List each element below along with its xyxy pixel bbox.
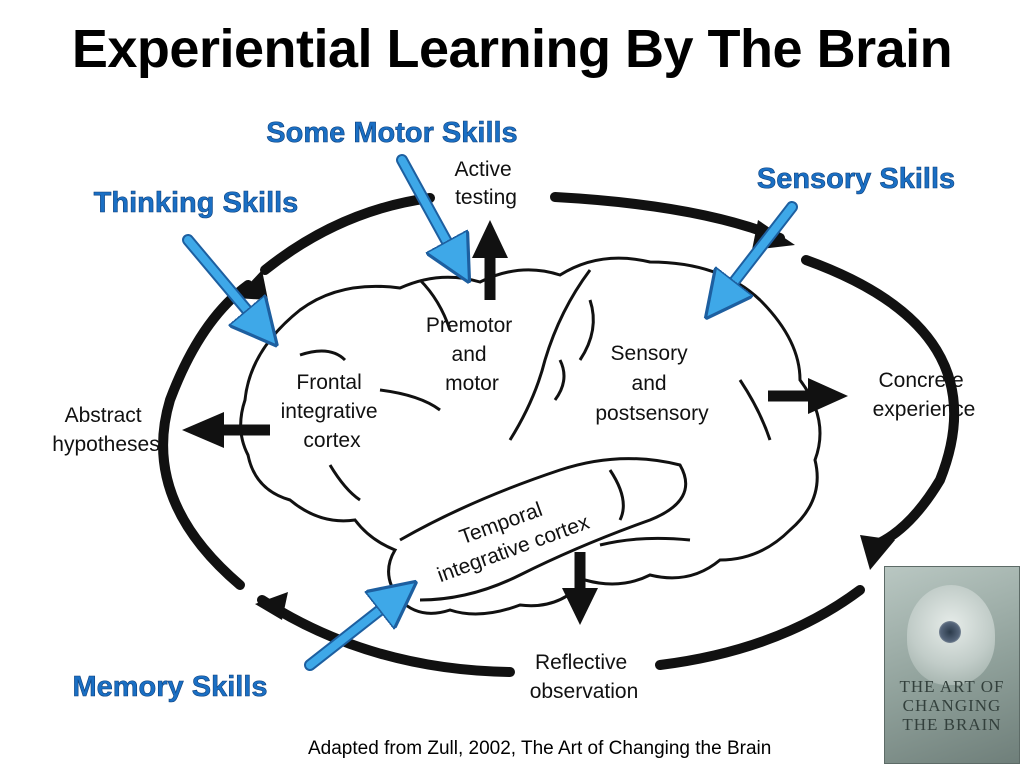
skill-motor: Some Motor Skills (266, 117, 517, 149)
skill-thinking: Thinking Skills (94, 187, 299, 219)
label-frontal: Frontal integrative cortex (281, 371, 384, 452)
central-sulcus (508, 269, 592, 441)
arrow-up-head (472, 220, 508, 258)
cycle-arc-bottom-left (257, 595, 515, 677)
cycle-ring (158, 192, 960, 677)
cycle-arc-bottom-right (655, 585, 865, 670)
cycle-arrowhead-right (860, 535, 895, 570)
black-arrows (182, 220, 848, 625)
cycle-arc-top-right (550, 192, 785, 243)
arrow-left-head (182, 412, 224, 448)
sulcus-8 (608, 469, 625, 521)
arrow-right-head (808, 378, 848, 414)
sulcus-6 (553, 359, 566, 401)
label-active-testing: Active testing (454, 158, 517, 209)
skill-memory: Memory Skills (72, 671, 267, 703)
sulcus-9 (599, 536, 691, 547)
cycle-arc-top-left (260, 193, 435, 275)
sulcus-4 (328, 464, 361, 502)
label-reflective-observation: Reflective observation (530, 651, 639, 703)
label-temporal: Temporal integrative cortex (425, 484, 593, 587)
book-cover-title: THE ART OF CHANGING THE BRAIN (899, 677, 1005, 734)
sulcus-3 (379, 388, 441, 412)
skill-sensory: Sensory Skills (757, 163, 955, 195)
sulcus-1 (418, 278, 452, 331)
motor-skill-arrow (396, 154, 458, 262)
label-abstract-hypotheses: Abstract hypotheses (52, 404, 159, 456)
book-cover-brain-spot (939, 621, 961, 643)
cycle-arrowhead-bottom (255, 592, 288, 620)
source-caption: Adapted from Zull, 2002, The Art of Chan… (308, 738, 772, 759)
cycle-arc-left (158, 280, 253, 590)
thinking-skill-arrow (182, 234, 262, 328)
skill-arrows (182, 154, 798, 671)
brain-outline (239, 256, 822, 616)
label-concrete-experience: Concrete experience (873, 369, 976, 421)
cycle-arrowhead-left (236, 270, 268, 300)
sulcus-2 (299, 349, 347, 362)
sulcus-7 (738, 379, 772, 441)
book-cover-image: THE ART OF CHANGING THE BRAIN (884, 566, 1020, 764)
sulcus-5 (578, 299, 595, 361)
page-title: Experiential Learning By The Brain (71, 19, 953, 79)
cycle-arc-right (801, 255, 960, 550)
label-sensory: Sensory and postsensory (595, 342, 709, 425)
sensory-skill-arrow (720, 201, 798, 300)
label-premotor: Premotor and motor (426, 314, 518, 395)
temporal-lobe-outline (399, 457, 688, 602)
frontal-lobe-outline (239, 256, 822, 616)
arrow-down-head (562, 588, 598, 625)
memory-skill-arrow (304, 596, 398, 671)
